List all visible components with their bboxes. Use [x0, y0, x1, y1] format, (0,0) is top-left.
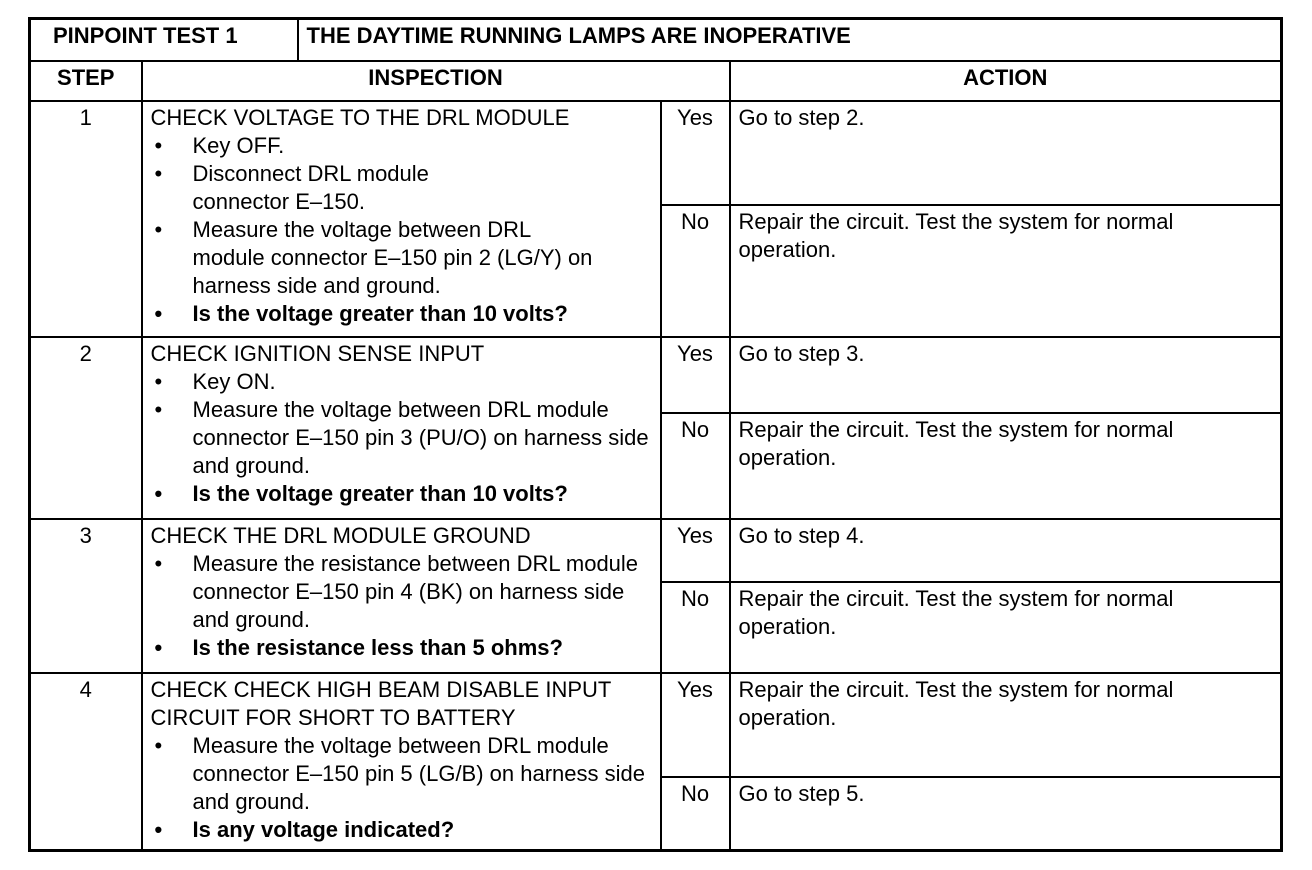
test-name: THE DAYTIME RUNNING LAMPS ARE INOPERATIV… — [296, 17, 1283, 62]
step-header: STEP — [28, 59, 143, 102]
no-label: No — [659, 775, 731, 852]
inspection-cell: CHECK THE DRL MODULE GROUND Measure the … — [140, 517, 662, 674]
no-action: Repair the circuit. Test the system for … — [728, 411, 1283, 520]
step-row-1-no: No Repair the circuit. Test the system f… — [30, 203, 1283, 338]
no-label: No — [659, 203, 731, 338]
title-row: PINPOINT TEST 1 THE DAYTIME RUNNING LAMP… — [28, 17, 1283, 62]
pinpoint-test-table: PINPOINT TEST 1 THE DAYTIME RUNNING LAMP… — [28, 17, 1284, 852]
inspection-question: Is any voltage indicated? — [151, 816, 651, 844]
step-row-4-no: No Go to step 5. — [30, 775, 1283, 852]
no-label: No — [659, 411, 731, 520]
step-row-3: 3 CHECK THE DRL MODULE GROUND Measure th… — [28, 517, 1283, 674]
test-id: PINPOINT TEST 1 — [28, 17, 299, 62]
inspection-question: Is the voltage greater than 10 volts? — [151, 300, 609, 328]
no-action: Go to step 5. — [728, 775, 1283, 852]
yes-label: Yes — [659, 517, 731, 583]
step-row-2-no: No Repair the circuit. Test the system f… — [30, 411, 1283, 520]
bullet-item: Measure the voltage between DRL module c… — [151, 396, 651, 480]
step-row-3-no: No Repair the circuit. Test the system f… — [30, 580, 1283, 674]
inspection-bullets: Measure the resistance between DRL modul… — [151, 550, 651, 662]
no-action: Repair the circuit. Test the system for … — [728, 203, 1283, 338]
check-title: CHECK IGNITION SENSE INPUT — [150, 340, 485, 366]
action-header: ACTION — [728, 59, 1283, 102]
inspection-header: INSPECTION — [140, 59, 731, 102]
yes-action: Repair the circuit. Test the system for … — [728, 671, 1283, 778]
bullet-item: Measure the voltage between DRL module c… — [151, 732, 651, 816]
check-title: CHECK VOLTAGE TO THE DRL MODULE — [150, 104, 570, 130]
yes-action: Go to step 4. — [728, 517, 1283, 583]
bullet-item: Measure the voltage between DRL module c… — [151, 216, 609, 300]
yes-label: Yes — [659, 99, 731, 206]
bullet-item: Disconnect DRL module connector E–150. — [151, 160, 609, 216]
step-row-4: 4 CHECK CHECK HIGH BEAM DISABLE INPUT CI… — [28, 671, 1283, 852]
inspection-cell: CHECK CHECK HIGH BEAM DISABLE INPUT CIRC… — [140, 671, 662, 852]
header-row: STEP INSPECTION ACTION — [28, 59, 1283, 102]
step-number: 2 — [28, 335, 143, 520]
no-label: No — [659, 580, 731, 674]
inspection-cell: CHECK VOLTAGE TO THE DRL MODULE Key OFF.… — [140, 99, 662, 338]
inspection-bullets: Key OFF. Disconnect DRL module connector… — [151, 132, 609, 328]
yes-action: Go to step 2. — [728, 99, 1283, 206]
inspection-question: Is the resistance less than 5 ohms? — [151, 634, 651, 662]
step-row-1: 1 CHECK VOLTAGE TO THE DRL MODULE Key OF… — [28, 99, 1283, 338]
bullet-item: Key OFF. — [151, 132, 609, 160]
bullet-item: Measure the resistance between DRL modul… — [151, 550, 651, 634]
step-number: 4 — [28, 671, 143, 852]
yes-label: Yes — [659, 335, 731, 414]
inspection-bullets: Measure the voltage between DRL module c… — [151, 732, 651, 844]
step-number: 3 — [28, 517, 143, 674]
bullet-item: Key ON. — [151, 368, 651, 396]
yes-action: Go to step 3. — [728, 335, 1283, 414]
check-title: CHECK THE DRL MODULE GROUND — [150, 522, 531, 548]
inspection-bullets: Key ON. Measure the voltage between DRL … — [151, 368, 651, 508]
yes-label: Yes — [659, 671, 731, 778]
inspection-cell: CHECK IGNITION SENSE INPUT Key ON. Measu… — [140, 335, 662, 520]
no-action: Repair the circuit. Test the system for … — [728, 580, 1283, 674]
step-row-2: 2 CHECK IGNITION SENSE INPUT Key ON. Mea… — [28, 335, 1283, 520]
inspection-question: Is the voltage greater than 10 volts? — [151, 480, 651, 508]
check-title: CHECK CHECK HIGH BEAM DISABLE INPUT CIRC… — [150, 676, 611, 730]
step-number: 1 — [28, 99, 143, 338]
